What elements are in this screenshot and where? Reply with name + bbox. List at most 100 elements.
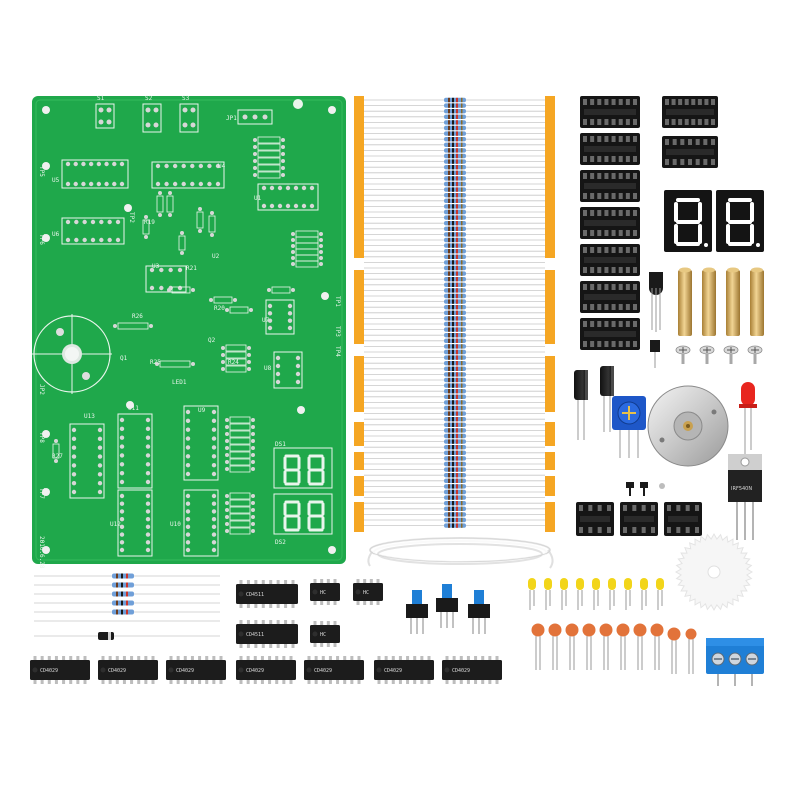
dip8-chip-marking: HC (320, 590, 326, 596)
dip8-chip: HC (353, 579, 383, 605)
resistor (444, 333, 466, 338)
tactile-switches (406, 584, 490, 634)
dip16-chip: CD4029 (304, 656, 364, 684)
dip16-chip: CD4511 (236, 580, 298, 608)
label-r20: R20 (214, 305, 225, 312)
dip16-chip-marking: CD4029 (108, 668, 126, 674)
tape-left (354, 270, 364, 344)
yellow-led (544, 578, 552, 610)
ic-socket (576, 502, 614, 536)
label-tp7: TP7 (38, 488, 45, 499)
ceramic-capacitor (548, 623, 562, 670)
ceramic-capacitors (531, 623, 697, 674)
resistor (444, 159, 466, 164)
label-date: 2016.6.28 (38, 536, 45, 569)
gear-hub (707, 565, 721, 579)
resistor (444, 372, 466, 377)
dip16-chip-marking: CD4029 (384, 668, 402, 674)
resistor (444, 176, 466, 181)
pcb-encoder-disc (32, 314, 112, 394)
loose-resistors (34, 573, 220, 640)
pcb-resistor-footprint (221, 365, 251, 373)
yellow-led (528, 578, 536, 610)
pcb-resistor-footprint (225, 437, 255, 445)
resistor (444, 260, 466, 265)
pcb-resistor-footprint (253, 143, 285, 151)
resistor (444, 321, 466, 327)
pcb-resistor-footprint (155, 360, 195, 368)
resistor (444, 193, 466, 198)
dip16-chip: CD4029 (98, 656, 158, 684)
label-q1: Q1 (120, 355, 128, 362)
pcb-resistor-footprint (225, 451, 255, 459)
label-jp2: JP2 (38, 384, 45, 395)
resistor (444, 316, 466, 321)
ic-socket (580, 207, 640, 239)
ic-socket (580, 318, 640, 350)
resistor (444, 478, 466, 483)
resistor (444, 215, 466, 220)
small-ic-sockets (576, 502, 702, 536)
resistor (444, 310, 466, 315)
dip16-chip: CD4029 (236, 656, 296, 684)
pcb-ic-footprint (117, 413, 153, 489)
pcb-resistor-footprint (225, 492, 255, 500)
resistor (444, 450, 466, 455)
yellow-led (624, 578, 632, 610)
resistor (444, 125, 466, 131)
plastic-gear (674, 532, 754, 612)
label-jp1: JP1 (226, 115, 237, 122)
pcb-resistor-footprint (225, 306, 253, 314)
resistor (444, 299, 466, 304)
pcb-ic-footprints (61, 159, 319, 557)
resistor (444, 120, 466, 125)
label-u9: U9 (198, 407, 206, 414)
ceramic-capacitor (616, 623, 630, 670)
pcb-resistor-footprint (221, 344, 251, 352)
label-u6: U6 (52, 231, 60, 238)
screw (747, 345, 763, 364)
label-ds1: DS1 (275, 441, 286, 448)
resistor (444, 355, 466, 360)
resistor (444, 187, 466, 192)
resistor (444, 349, 466, 355)
tape-right (545, 452, 555, 470)
pcb-ic-footprint (183, 489, 219, 557)
resistor (444, 226, 466, 231)
pcb-resistor-footprint (253, 150, 285, 158)
screw (699, 345, 715, 364)
pcb-resistor-footprint (225, 444, 255, 452)
label-u12: U12 (110, 521, 121, 528)
pcb-resistor-footprint (225, 499, 255, 507)
dip16-chip: CD4029 (374, 656, 434, 684)
label-tp6: TP6 (38, 234, 45, 245)
label-r24: R24 (228, 359, 239, 366)
pcb-display-ds2: DS2 (273, 493, 333, 546)
tape-left (354, 502, 364, 532)
dip16-chip-marking: CD4029 (246, 668, 264, 674)
pcb-resistor-footprint (225, 458, 255, 466)
pcb-resistor-footprints (52, 136, 323, 535)
ic-socket (580, 170, 640, 202)
label-u7: U7 (262, 317, 270, 324)
label-tp1: TP1 (334, 296, 341, 307)
pcb-resistor-footprint (113, 322, 153, 330)
label-tp5: TP5 (38, 166, 45, 177)
resistor (444, 327, 466, 332)
resistor (444, 389, 466, 394)
resistor (444, 383, 466, 388)
pcb-resistor-footprint (253, 157, 285, 165)
resistor (444, 249, 466, 254)
loose-resistor (112, 600, 134, 606)
tape-right (545, 422, 555, 446)
resistor (444, 400, 466, 405)
pcb-resistor-footprint (178, 231, 186, 255)
pcb-display-ds1: DS1 (273, 441, 333, 489)
pcb-ic-footprint (265, 299, 295, 335)
resistor (444, 97, 466, 103)
resistor (444, 523, 466, 528)
dip16-chip-marking: CD4511 (246, 632, 264, 638)
